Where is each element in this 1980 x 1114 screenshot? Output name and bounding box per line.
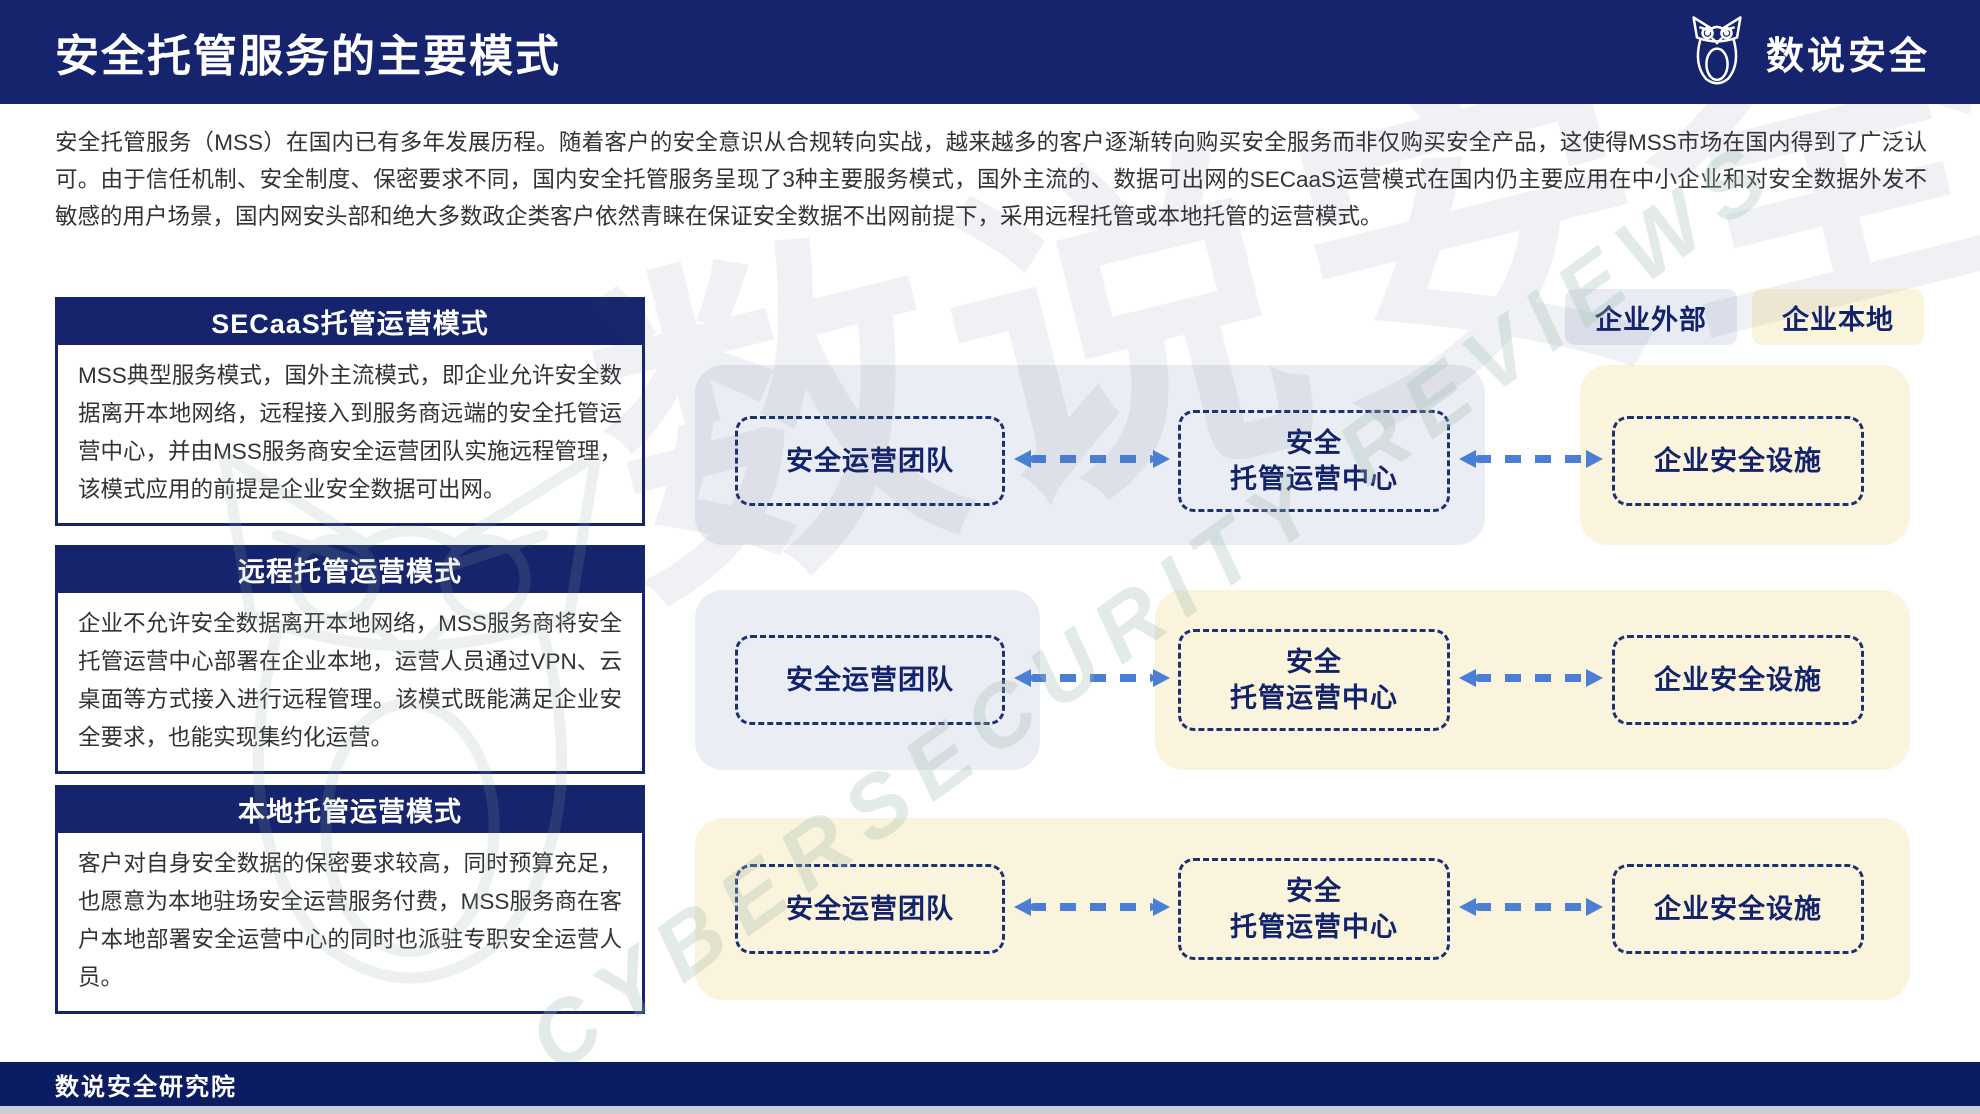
row2-security-ops-team-node: 安全运营团队 bbox=[735, 635, 1005, 725]
mode-card-body: MSS典型服务模式，国外主流模式，即企业允许安全数据离开本地网络，远程接入到服务… bbox=[55, 345, 645, 526]
node-label-line2: 托管运营中心 bbox=[1230, 912, 1398, 942]
mode-card-remote: 远程托管运营模式 企业不允许安全数据离开本地网络，MSS服务商将安全托管运营中心… bbox=[55, 545, 645, 774]
brand-logo: 数说安全 bbox=[1682, 13, 1930, 91]
node-label-line1: 安全 bbox=[1286, 647, 1342, 677]
row1-security-ops-team-node: 安全运营团队 bbox=[735, 416, 1005, 506]
node-label-line2: 托管运营中心 bbox=[1230, 683, 1398, 713]
row3-security-ops-team-node: 安全运营团队 bbox=[735, 864, 1005, 954]
mode-card-body: 客户对自身安全数据的保密要求较高，同时预算充足，也愿意为本地驻场安全运营服务付费… bbox=[55, 833, 645, 1014]
mode-card-local: 本地托管运营模式 客户对自身安全数据的保密要求较高，同时预算充足，也愿意为本地驻… bbox=[55, 785, 645, 1014]
row1-arrow-center-facility bbox=[1459, 450, 1603, 468]
row3-arrow-team-center bbox=[1014, 898, 1170, 916]
row2-arrow-team-center bbox=[1014, 669, 1170, 687]
brand-name: 数说安全 bbox=[1765, 35, 1930, 78]
intro-paragraph: 安全托管服务（MSS）在国内已有多年发展历程。随着客户的安全意识从合规转向实战，… bbox=[55, 130, 1927, 229]
footer-bottom-strip bbox=[0, 1106, 1980, 1114]
row3-enterprise-facility-node: 企业安全设施 bbox=[1612, 864, 1864, 954]
row2-enterprise-facility-node: 企业安全设施 bbox=[1612, 635, 1864, 725]
row2-managed-ops-center-node: 安全 托管运营中心 bbox=[1178, 629, 1450, 731]
row3-arrow-center-facility bbox=[1459, 898, 1603, 916]
row2-arrow-center-facility bbox=[1459, 669, 1603, 687]
owl-icon bbox=[1692, 16, 1742, 85]
legend-enterprise-local: 企业本地 bbox=[1752, 289, 1924, 345]
mode-card-title: 本地托管运营模式 bbox=[55, 785, 645, 833]
legend-enterprise-external: 企业外部 bbox=[1565, 289, 1737, 345]
node-label-line1: 安全 bbox=[1286, 876, 1342, 906]
row1-arrow-team-center bbox=[1014, 450, 1170, 468]
row2-external-zone bbox=[695, 590, 1040, 770]
row3-managed-ops-center-node: 安全 托管运营中心 bbox=[1178, 858, 1450, 960]
row3-local-zone bbox=[695, 818, 1910, 1000]
page-title: 安全托管服务的主要模式 bbox=[55, 32, 561, 81]
mode-card-secaas: SECaaS托管运营模式 MSS典型服务模式，国外主流模式，即企业允许安全数据离… bbox=[55, 297, 645, 526]
row1-local-zone bbox=[1580, 365, 1910, 545]
row1-managed-ops-center-node: 安全 托管运营中心 bbox=[1178, 410, 1450, 512]
mode-card-title: 远程托管运营模式 bbox=[55, 545, 645, 593]
mode-card-title: SECaaS托管运营模式 bbox=[55, 297, 645, 345]
mode-card-body: 企业不允许安全数据离开本地网络，MSS服务商将安全托管运营中心部署在企业本地，运… bbox=[55, 593, 645, 774]
node-label-line2: 托管运营中心 bbox=[1230, 464, 1398, 494]
row1-enterprise-facility-node: 企业安全设施 bbox=[1612, 416, 1864, 506]
node-label-line1: 安全 bbox=[1286, 428, 1342, 458]
header-bar: 安全托管服务的主要模式 数说安全 bbox=[0, 0, 1980, 104]
footer-bar: 数说安全研究院 bbox=[0, 1062, 1980, 1106]
footer-org-name: 数说安全研究院 bbox=[55, 1073, 237, 1101]
